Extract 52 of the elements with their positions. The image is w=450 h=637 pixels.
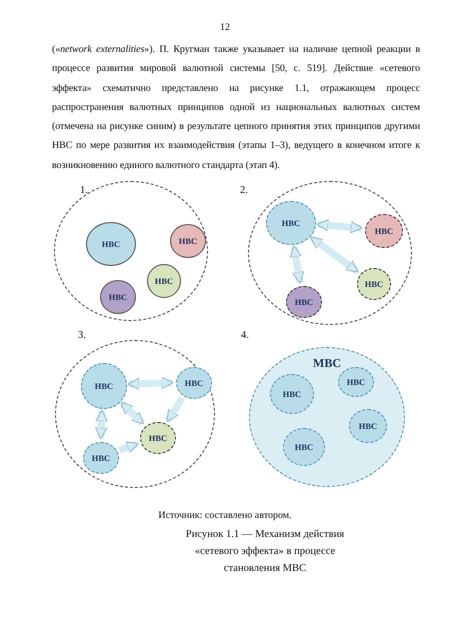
currency-system-circle <box>81 363 127 409</box>
node-label: НВС <box>364 279 384 289</box>
body-paragraph: («network externalities»). П. Кругман также указывает на наличие цепной реакции в процессе развития мировой валютной системы [50, с. 519]. Действие «сетевого эффекта» схематично представлено на рисунке 1.1, отражающем процесс распространения валютных принципов одной из национальных валютных систем (отмечена на рисунке синим) в результате цепного принятия этих принципов другими НВС по мере развития их взаимодействия (этапы 1–3), ведущего в конечном итоге к возникновению единого валютного стандарта (этап 4). <box>52 43 420 173</box>
currency-system-circle <box>83 442 119 474</box>
double-arrow <box>95 410 108 440</box>
double-arrow <box>290 245 304 284</box>
node-label: НВС <box>184 378 204 388</box>
stage-number: 1. <box>80 185 88 196</box>
currency-system-circle <box>338 367 374 397</box>
stage-ellipse <box>55 340 215 488</box>
source-note: Источник: составлено автором. <box>157 510 293 521</box>
node-label: НВС <box>294 442 314 452</box>
node-label: НВС <box>148 433 168 443</box>
currency-system-circle <box>176 367 212 399</box>
node-label: НВС <box>358 421 378 431</box>
node-label: НВС <box>94 381 114 391</box>
node-label: МВС <box>313 356 341 371</box>
double-arrow <box>119 400 146 426</box>
currency-system-circle <box>349 409 387 443</box>
double-arrow <box>164 396 186 423</box>
stage-number: 2. <box>240 185 248 196</box>
currency-system-circle <box>86 222 136 266</box>
node-label: НВС <box>108 292 128 302</box>
figure-caption: Рисунок 1.1 — Механизм действия «сетевого эффекта» в процессе становления МВС <box>184 528 346 576</box>
page-number: 12 <box>219 22 231 33</box>
currency-system-circle <box>283 428 325 466</box>
currency-system-circle <box>270 374 314 414</box>
node-label: НВС <box>346 377 366 387</box>
stage-number: 3. <box>78 330 86 341</box>
node-label: НВС <box>282 389 302 399</box>
node-label: НВС <box>102 239 120 249</box>
stage-ellipse <box>54 181 208 321</box>
double-arrow <box>128 377 174 390</box>
currency-system-circle <box>140 422 176 454</box>
node-label: НВС <box>374 226 394 236</box>
stage-ellipse <box>248 181 412 325</box>
double-arrow <box>310 235 360 274</box>
currency-system-circle <box>286 286 322 318</box>
currency-system-circle <box>365 214 403 248</box>
currency-system-circle <box>100 280 136 314</box>
currency-system-circle <box>357 268 391 300</box>
currency-system-circle <box>170 224 206 258</box>
currency-system-circle <box>266 201 316 245</box>
double-arrow <box>118 440 139 454</box>
node-label: НВС <box>282 218 300 228</box>
double-arrow <box>316 219 362 234</box>
node-label: НВС <box>154 276 174 286</box>
node-label: НВС <box>294 297 314 307</box>
stage-number: 4. <box>241 330 249 341</box>
node-label: НВС <box>92 453 110 463</box>
currency-system-circle <box>147 264 181 298</box>
node-label: НВС <box>178 236 198 246</box>
